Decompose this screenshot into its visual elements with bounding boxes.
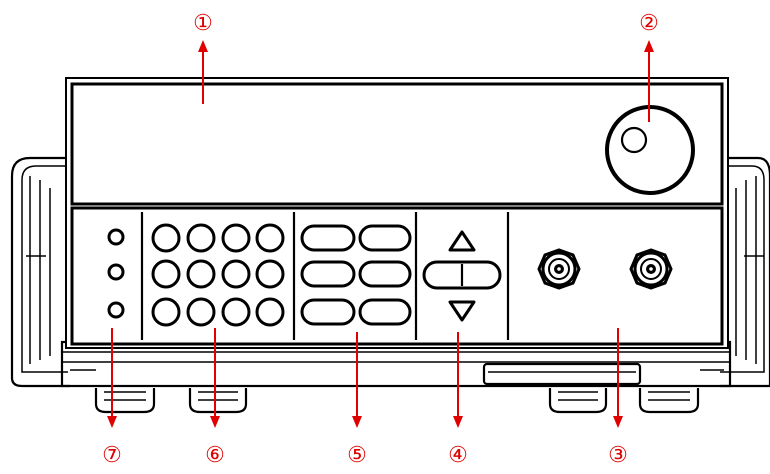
left-handle: [10, 156, 70, 388]
keypad-button[interactable]: [151, 259, 181, 289]
function-key[interactable]: [300, 224, 356, 252]
callout-arrows: [107, 40, 654, 428]
keypad-button[interactable]: [151, 297, 181, 327]
up-arrow-icon[interactable]: [448, 230, 476, 252]
arrow-keys: [422, 230, 502, 322]
foot-3: [548, 388, 608, 414]
function-keys: [300, 224, 412, 326]
keypad-button[interactable]: [186, 259, 216, 289]
left-right-key[interactable]: [422, 260, 502, 290]
numeric-keypad: [151, 223, 285, 327]
callout-labels: ① ② ③ ④ ⑤ ⑥ ⑦: [102, 11, 659, 468]
callout-label-2: ②: [639, 11, 659, 36]
keypad-button[interactable]: [221, 259, 251, 289]
keypad-button[interactable]: [255, 259, 285, 289]
indicator-light: [107, 301, 125, 319]
keypad-button[interactable]: [186, 223, 216, 253]
function-key[interactable]: [358, 298, 412, 326]
keypad-button[interactable]: [221, 297, 251, 327]
indicator-light: [107, 228, 125, 246]
terminal-left[interactable]: [537, 248, 581, 290]
indicator-light: [107, 263, 125, 281]
keypad-button[interactable]: [255, 297, 285, 327]
function-key[interactable]: [300, 298, 356, 326]
keypad-button[interactable]: [255, 223, 285, 253]
callout-label-3: ③: [608, 443, 628, 468]
callout-label-1: ①: [193, 11, 213, 36]
down-arrow-icon[interactable]: [448, 300, 476, 322]
indicator-lights: [107, 228, 125, 319]
feet: [94, 388, 700, 414]
callout-label-7: ⑦: [102, 443, 122, 468]
foot-2: [188, 388, 248, 414]
foot-4: [638, 388, 700, 414]
function-key[interactable]: [358, 224, 412, 252]
keypad-button[interactable]: [221, 223, 251, 253]
terminal-right[interactable]: [629, 248, 673, 290]
callout-label-6: ⑥: [205, 443, 225, 468]
callout-label-5: ⑤: [347, 443, 367, 468]
keypad-button[interactable]: [186, 297, 216, 327]
foot-1: [94, 388, 156, 414]
function-key[interactable]: [358, 260, 412, 288]
keypad-button[interactable]: [151, 223, 181, 253]
callout-label-4: ④: [448, 443, 468, 468]
function-key[interactable]: [300, 260, 356, 288]
